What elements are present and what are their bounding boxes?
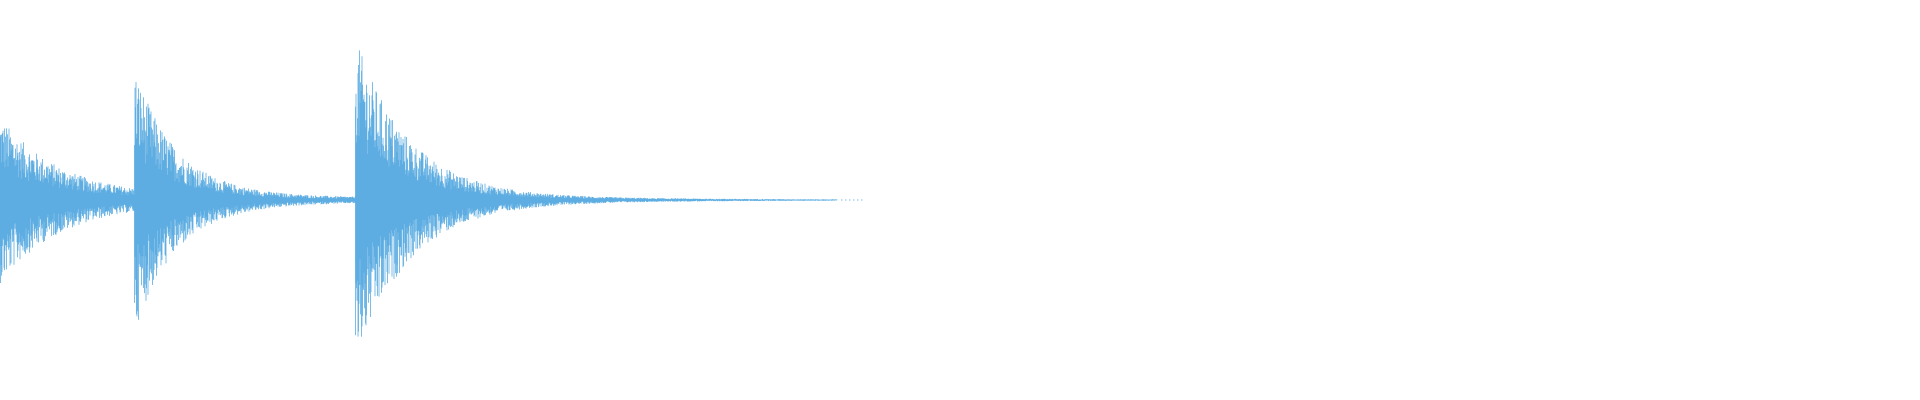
waveform-trace (0, 50, 863, 337)
waveform-path (0, 50, 838, 337)
